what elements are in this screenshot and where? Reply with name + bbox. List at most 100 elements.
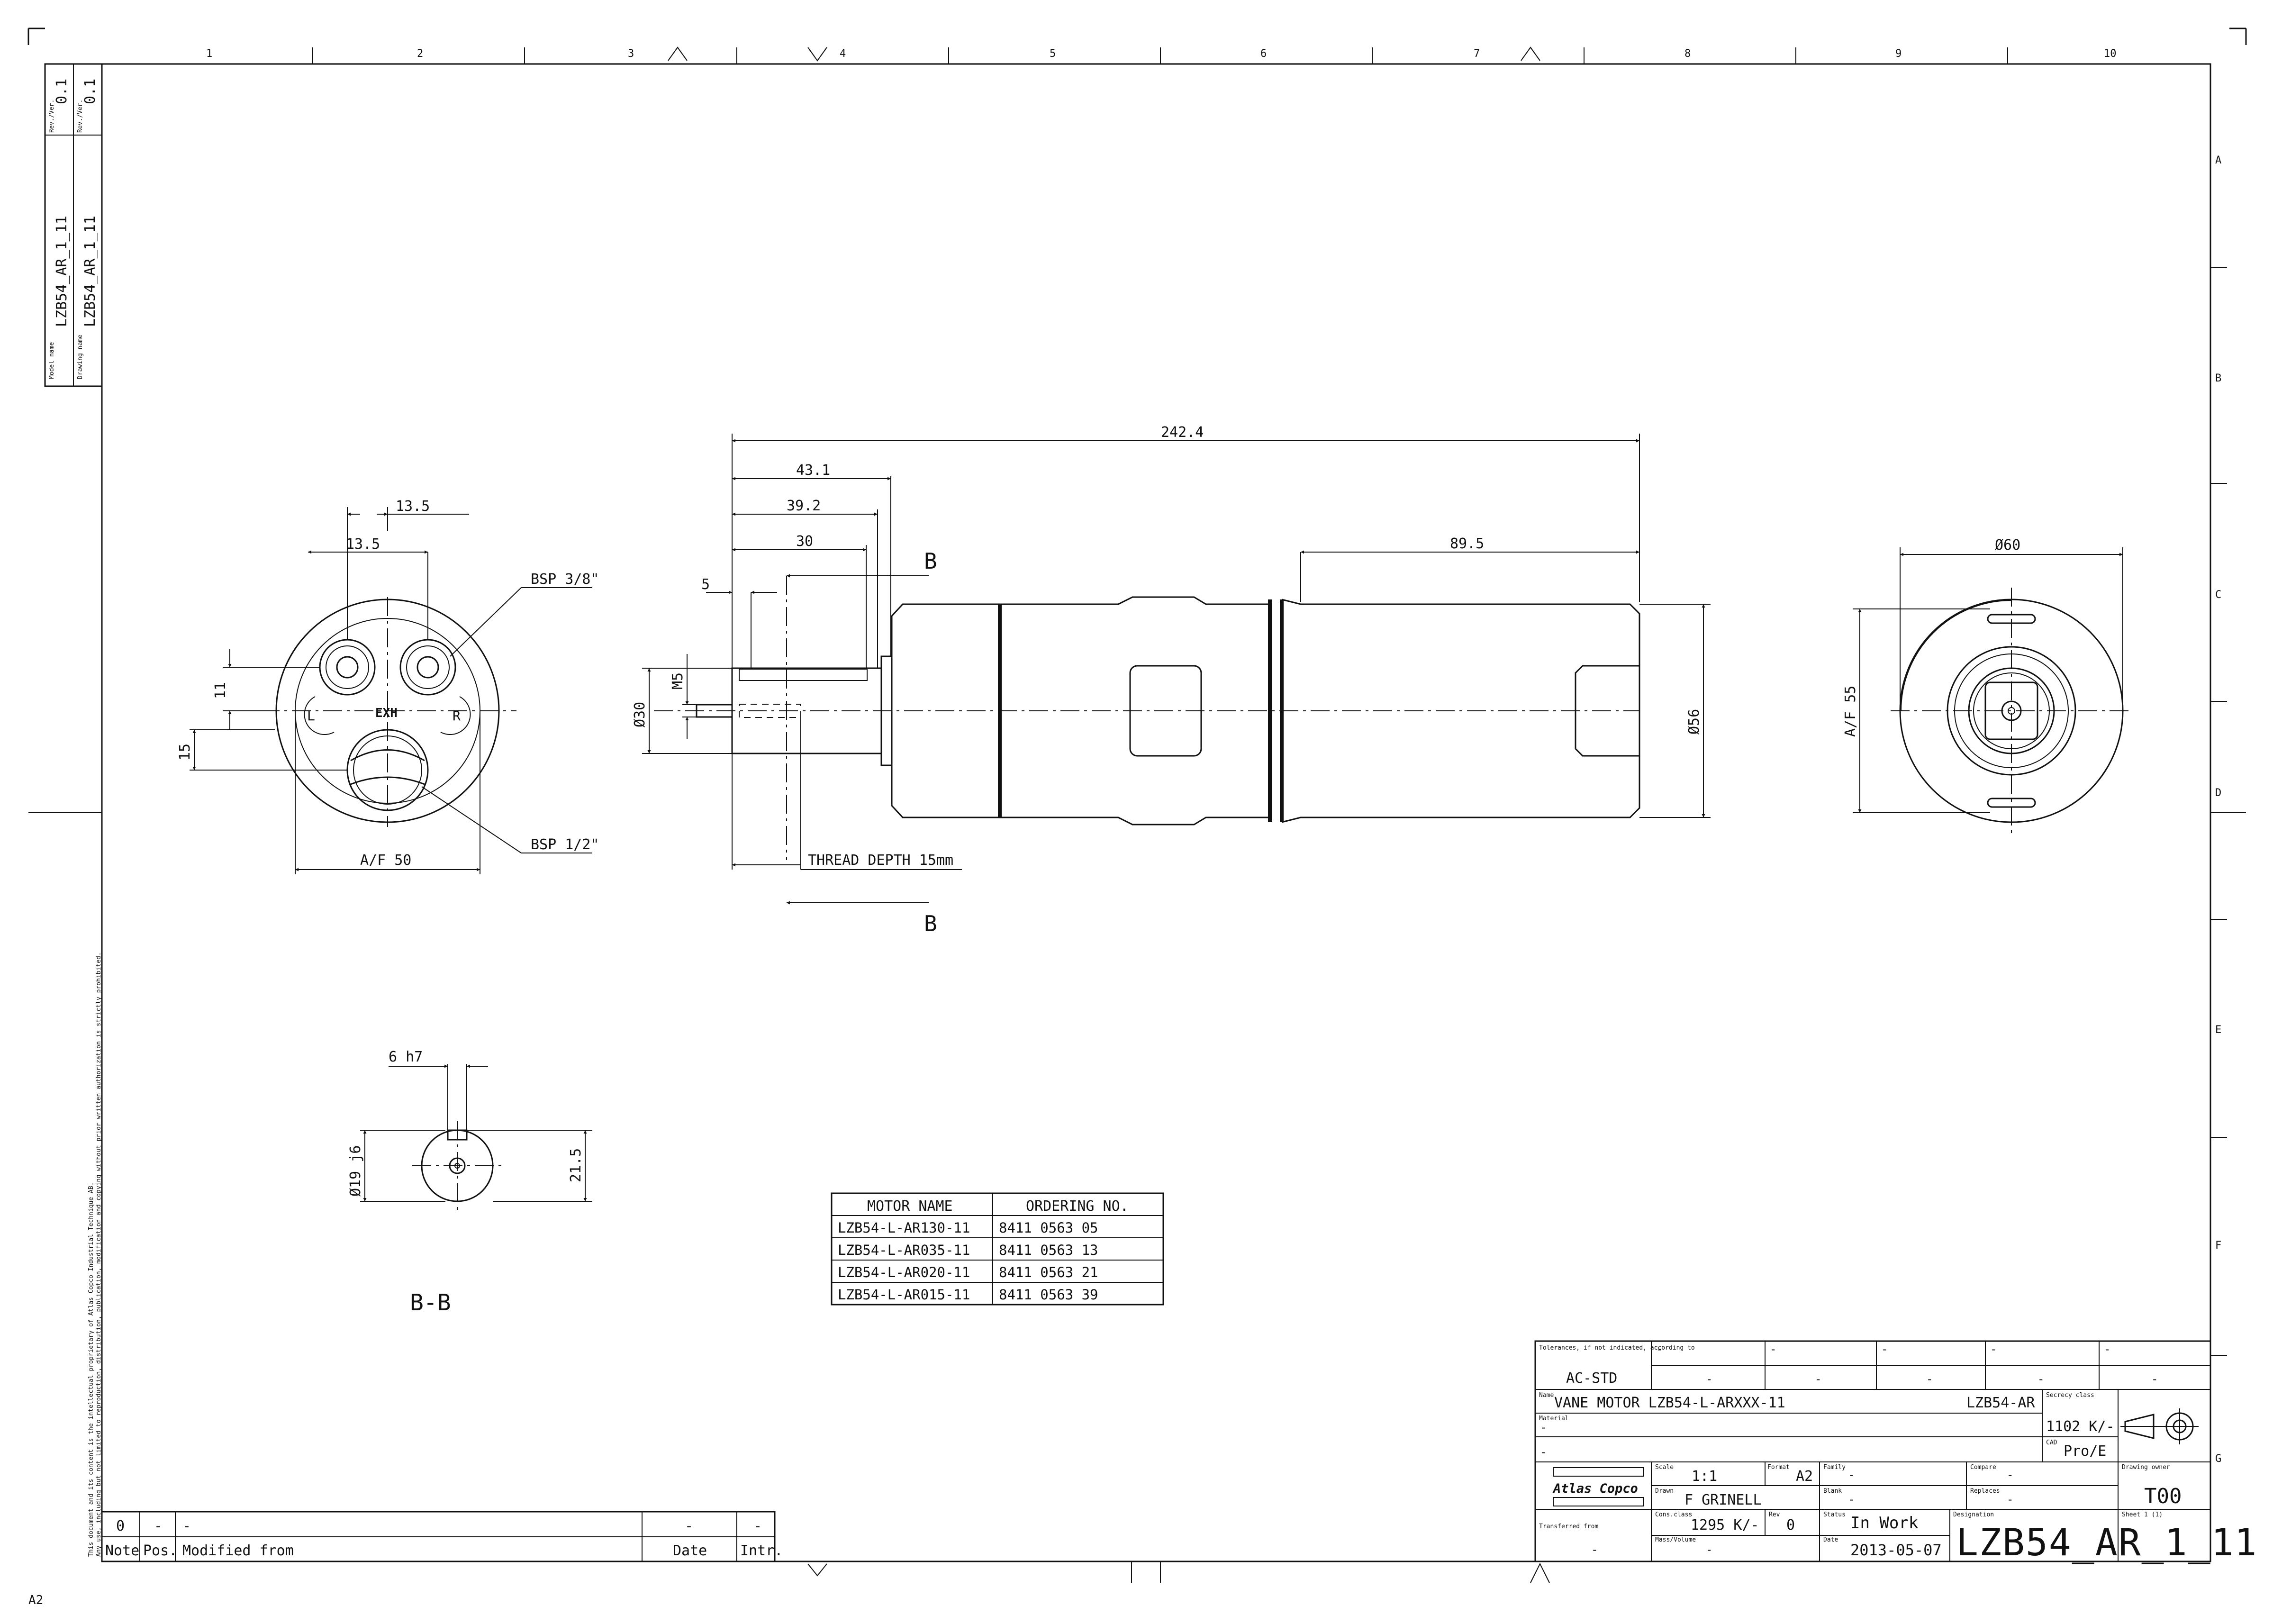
tol-dash-1b: -	[1706, 1372, 1712, 1386]
material-label: Material	[1539, 1415, 1569, 1422]
dim-242-4: 242.4	[1161, 424, 1204, 441]
material-value: -	[1540, 1421, 1547, 1434]
zone-column-labels: 1 2 3 4 5 6 7 8 9 10	[206, 48, 2117, 60]
model-id-box: Model name LZB54_AR_1_11 Drawing name LZ…	[44, 63, 103, 387]
revision-header-note: Note	[105, 1542, 139, 1559]
dim-89-5: 89.5	[1450, 535, 1484, 552]
dim-m5: M5	[670, 672, 686, 690]
date-label: Date	[1823, 1536, 1838, 1543]
section-bb-label: B-B	[410, 1289, 451, 1316]
revision-header-date: Date	[673, 1542, 707, 1559]
zone-col-8: 8	[1684, 48, 1691, 60]
dim-5: 5	[701, 576, 710, 593]
mass-value: -	[1706, 1543, 1712, 1556]
material-value-2: -	[1540, 1445, 1547, 1459]
drawing-name-value: LZB54_AR_1_11	[82, 216, 99, 327]
cons-class-value: 1295 K/-	[1691, 1517, 1759, 1533]
scale-label: Scale	[1655, 1464, 1674, 1471]
drawing-owner-value: T00	[2144, 1484, 2182, 1508]
zone-col-9: 9	[1895, 48, 1902, 60]
tol-dash-4b: -	[2038, 1372, 2044, 1386]
zone-row-labels: A B C D E F G	[2215, 154, 2221, 1465]
date-value: 2013-05-07	[1850, 1541, 1942, 1559]
blank-label: Blank	[1823, 1488, 1842, 1495]
proprietary-notice-line-2: Any use, including but not limited to re…	[95, 952, 102, 1557]
zone-row-c: C	[2215, 589, 2221, 601]
compare-label: Compare	[1970, 1464, 1996, 1471]
section-mark-bottom: B	[924, 911, 937, 936]
zone-col-2: 2	[417, 48, 423, 60]
projection-symbol-icon	[2120, 1408, 2199, 1444]
revision-row-modified: -	[182, 1518, 191, 1534]
dim-15: 15	[177, 744, 193, 761]
side-view: B B 242.4 43.1 39.2 30 5 89.5 M5 Ø30	[632, 424, 1711, 936]
dim-dia-60: Ø60	[1995, 537, 2020, 553]
scale-value: 1:1	[1692, 1468, 1717, 1485]
name-short-value: LZB54-AR	[1966, 1395, 2035, 1411]
port-label-l: L	[307, 708, 315, 724]
motor-table-header-name: MOTOR NAME	[867, 1198, 953, 1215]
revision-header-pos: Pos.	[143, 1542, 177, 1559]
zone-row-e: E	[2215, 1024, 2221, 1036]
status-label: Status	[1823, 1511, 1846, 1518]
rev-drawing-value: 0.1	[82, 79, 99, 104]
tol-dash-3a: -	[1881, 1343, 1888, 1356]
port-label-exh: EXH	[375, 706, 398, 720]
rev-label-model: Rev./Ver.	[48, 100, 55, 133]
tol-dash-1a: -	[1656, 1343, 1663, 1356]
sheet-frame	[27, 27, 2247, 1583]
motor-table-row-4-name: LZB54-L-AR015-11	[838, 1287, 970, 1303]
tol-dash-3b: -	[1926, 1372, 1933, 1386]
zone-col-4: 4	[840, 48, 846, 60]
logo-text: Atlas Copco	[1552, 1481, 1638, 1496]
revision-row-intr: -	[753, 1518, 762, 1534]
dim-13-5-lower: 13.5	[346, 536, 380, 553]
name-value: VANE MOTOR LZB54-L-ARXXX-11	[1554, 1395, 1785, 1411]
status-value: In Work	[1850, 1514, 1918, 1533]
motor-table-header-ordering: ORDERING NO.	[1026, 1198, 1129, 1215]
dim-21-5: 21.5	[568, 1148, 584, 1182]
family-value: -	[1848, 1468, 1855, 1481]
secrecy-value: 1102 K/-	[2046, 1418, 2115, 1435]
motor-table-row-3-name: LZB54-L-AR020-11	[838, 1264, 970, 1280]
family-label: Family	[1823, 1464, 1846, 1471]
format-label: Format	[1767, 1464, 1790, 1471]
compare-value: -	[2007, 1468, 2013, 1481]
dim-43-1: 43.1	[796, 462, 830, 479]
revision-header-modified: Modified from	[182, 1542, 294, 1559]
motor-ordering-table: MOTOR NAME ORDERING NO. LZB54-L-AR130-11…	[831, 1192, 1164, 1306]
zone-row-a: A	[2215, 154, 2221, 166]
motor-table-row-1-number: 8411 0563 05	[999, 1220, 1098, 1236]
revision-row-pos: -	[154, 1518, 163, 1534]
drawn-label: Drawn	[1655, 1488, 1674, 1495]
revision-row-date: -	[685, 1518, 693, 1534]
dim-39-2: 39.2	[787, 498, 821, 514]
end-view: L EXH R 13.5 13.5 11 15 A/F 50 BSP 3/8" …	[177, 498, 599, 874]
tol-dash-2a: -	[1770, 1343, 1776, 1356]
name-label: Name	[1539, 1392, 1554, 1399]
sheet-label: Sheet 1 (1)	[2122, 1511, 2163, 1518]
title-block: Tolerances, if not indicated, according …	[1534, 1340, 2256, 1564]
mass-label: Mass/Volume	[1655, 1536, 1696, 1543]
transferred-label: Transferred from	[1539, 1523, 1598, 1530]
callout-bsp-3-8: BSP 3/8"	[531, 571, 599, 588]
drawing-name-label: Drawing name	[77, 335, 84, 379]
secrecy-label: Secrecy class	[2046, 1392, 2094, 1399]
dim-af-50: A/F 50	[360, 852, 411, 869]
model-name-value: LZB54_AR_1_11	[54, 216, 70, 327]
zone-row-g: G	[2215, 1453, 2221, 1465]
format-value: A2	[1796, 1468, 1813, 1485]
zone-row-f: F	[2215, 1240, 2221, 1252]
tolerances-value: AC-STD	[1566, 1370, 1617, 1387]
rev-model-value: 0.1	[54, 79, 70, 104]
motor-table-row-1-name: LZB54-L-AR130-11	[838, 1220, 970, 1236]
dim-6-h7: 6 h7	[389, 1049, 423, 1065]
motor-table-row-2-name: LZB54-L-AR035-11	[838, 1242, 970, 1258]
drawing-owner-label: Drawing owner	[2122, 1464, 2170, 1471]
section-mark-top: B	[924, 548, 937, 574]
designation-label: Designation	[1953, 1511, 1994, 1518]
motor-table-row-2-number: 8411 0563 13	[999, 1242, 1098, 1258]
tol-dash-5b: -	[2151, 1372, 2158, 1386]
dim-dia-19-j6: Ø19 j6	[347, 1145, 364, 1197]
